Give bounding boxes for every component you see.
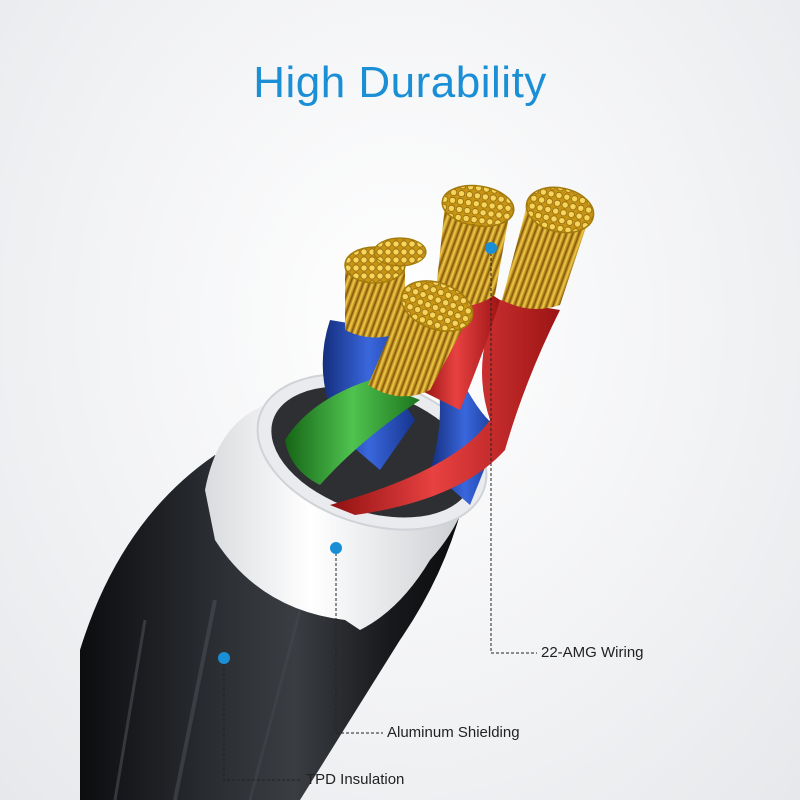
callout-dot-icon: [218, 652, 230, 664]
page-title: High Durability: [253, 58, 547, 107]
shielding-leader-line: [335, 548, 383, 734]
wiring-leader-line: [490, 248, 537, 654]
callout-shielding-label: Aluminum Shielding: [387, 724, 520, 741]
wire-green: [285, 380, 420, 485]
insulation-leader-line: [223, 658, 302, 781]
wire-red: [330, 280, 560, 515]
callout-wiring-label: 22-AMG Wiring: [541, 644, 644, 661]
callout-dot-icon: [485, 242, 497, 254]
callout-lines: [223, 248, 537, 781]
callout-insulation-label: TPD Insulation: [306, 771, 405, 788]
copper-conductors: [344, 184, 595, 397]
callout-dot-icon: [330, 542, 342, 554]
